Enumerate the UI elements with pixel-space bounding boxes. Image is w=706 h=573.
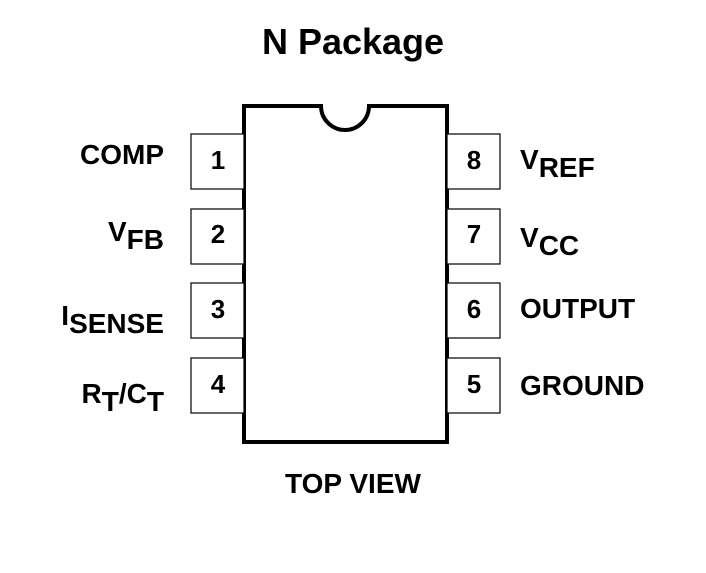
signal-ct-sub: T — [146, 386, 164, 417]
signal-vcc-sub: CC — [538, 230, 580, 261]
pin-number-5: 5 — [466, 369, 482, 399]
pin-number-4: 4 — [210, 369, 226, 399]
signal-ct-sep: /C — [118, 378, 147, 409]
pin-number-7: 7 — [466, 219, 482, 249]
signal-isense-main: I — [61, 300, 70, 331]
pin-number-2: 2 — [210, 219, 226, 249]
signal-vref: VREF — [520, 144, 595, 182]
top-view-caption: TOP VIEW — [285, 468, 421, 499]
signal-vcc: VCC — [520, 222, 579, 260]
pin-number-3: 3 — [210, 294, 226, 324]
pin-number-1: 1 — [210, 145, 226, 175]
ic-body — [242, 104, 449, 444]
pin-box-4 — [190, 357, 245, 414]
signal-vfb-main: V — [107, 216, 127, 247]
signal-output: OUTPUT — [520, 295, 635, 323]
signal-ground: GROUND — [520, 372, 644, 400]
signal-rt-ct: RT/CT — [81, 378, 164, 416]
package-title: N Package — [261, 21, 445, 62]
signal-rt-main: R — [81, 378, 102, 409]
pin-box-8 — [446, 133, 501, 190]
signal-comp: COMP — [80, 141, 164, 169]
pin-number-6: 6 — [466, 294, 482, 324]
signal-vcc-main: V — [520, 222, 539, 253]
signal-isense: ISENSE — [61, 300, 164, 338]
pin-number-8: 8 — [466, 145, 482, 175]
pin-box-7 — [446, 208, 501, 265]
pin-box-2 — [190, 208, 245, 265]
signal-vfb-sub: FB — [126, 224, 164, 255]
signal-vref-sub: REF — [538, 152, 595, 183]
signal-ground-text: GROUND — [520, 370, 645, 401]
pin-box-5 — [446, 357, 501, 414]
signal-output-text: OUTPUT — [520, 293, 636, 324]
signal-rt-sub: T — [101, 386, 119, 417]
signal-vfb: VFB — [107, 216, 164, 254]
signal-isense-sub: SENSE — [69, 308, 164, 339]
signal-vref-main: V — [520, 144, 539, 175]
pin-box-1 — [190, 133, 245, 190]
pin-box-6 — [446, 282, 501, 339]
pin-box-3 — [190, 282, 245, 339]
signal-comp-text: COMP — [80, 139, 164, 170]
